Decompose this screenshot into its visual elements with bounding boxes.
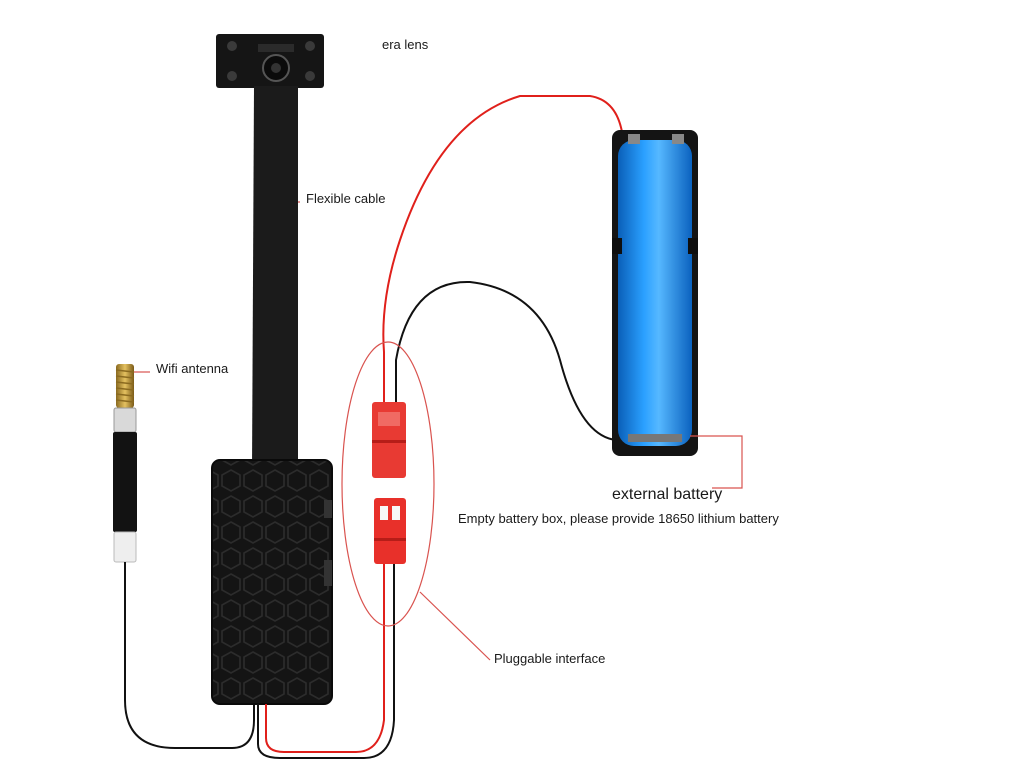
battery-black-wire xyxy=(395,280,640,441)
flexible-cable xyxy=(252,86,298,470)
battery-red-wire xyxy=(382,95,623,402)
module-black-wire xyxy=(257,562,395,759)
callout-lines xyxy=(134,201,743,661)
wifi-antenna xyxy=(113,242,137,563)
label-flexible-cable: Flexible cable xyxy=(306,191,386,206)
interface-highlight xyxy=(341,341,435,627)
module-red-wire xyxy=(265,562,385,753)
label-external-battery: external battery xyxy=(612,486,723,503)
label-pluggable-interface: Pluggable interface xyxy=(494,651,606,666)
connector-female xyxy=(372,402,406,478)
label-wifi-antenna: Wifi antenna xyxy=(156,361,229,376)
camera-module xyxy=(211,459,333,705)
connector-male xyxy=(374,498,406,564)
battery-holder xyxy=(612,130,698,456)
camera-lens-board xyxy=(216,34,324,88)
label-battery-note: Empty battery box, please provide 18650 … xyxy=(458,511,779,526)
antenna-wire xyxy=(124,562,255,749)
label-camera-lens: era lens xyxy=(382,37,429,52)
